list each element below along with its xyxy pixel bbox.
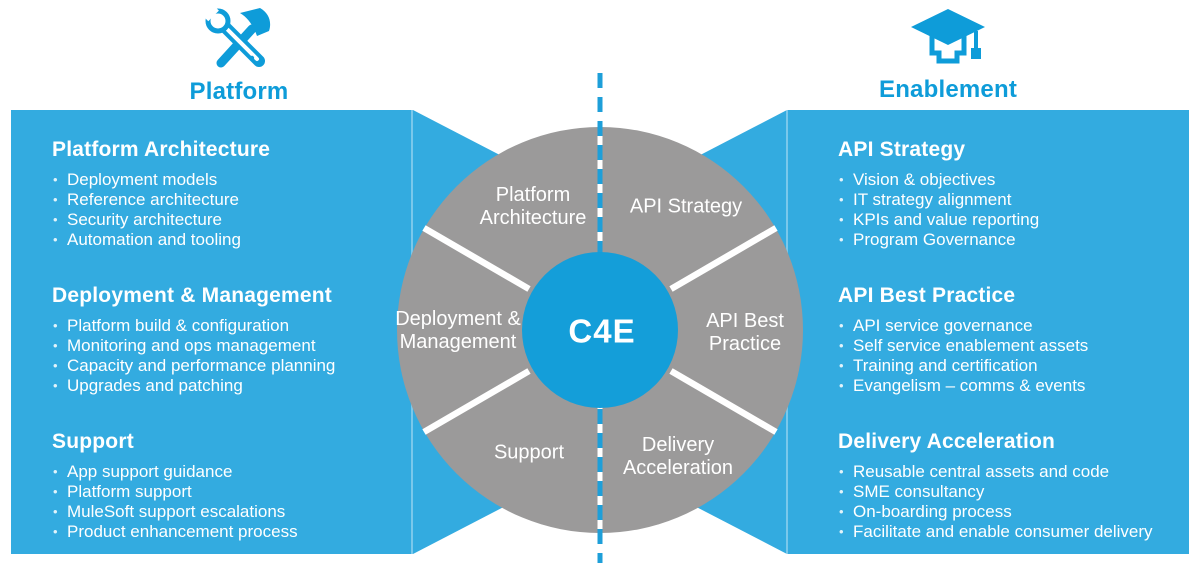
bullet-item: Upgrades and patching — [52, 376, 397, 396]
bullet-item: Reusable central assets and code — [838, 462, 1178, 482]
bullet-item: Security architecture — [52, 210, 397, 230]
bullet-item: Deployment models — [52, 170, 397, 190]
bullet-item: Reference architecture — [52, 190, 397, 210]
platform-title: Platform — [189, 78, 289, 105]
bullet-item: IT strategy alignment — [838, 190, 1178, 210]
section-heading: Deployment & Management — [52, 284, 332, 307]
bullet-item: Evangelism – comms & events — [838, 376, 1178, 396]
section-heading: API Strategy — [838, 138, 966, 161]
platform-header: Platform — [139, 6, 339, 106]
section-api-strategy: API Strategy Vision & objectives IT stra… — [838, 137, 1178, 250]
section-list: Deployment models Reference architecture… — [52, 170, 397, 250]
bullet-item: Monitoring and ops management — [52, 336, 397, 356]
section-deployment-management: Deployment & Management Platform build &… — [52, 283, 397, 396]
bullet-item: Product enhancement process — [52, 522, 397, 542]
bullet-item: On-boarding process — [838, 502, 1178, 522]
section-list: Reusable central assets and code SME con… — [838, 462, 1178, 542]
bullet-item: KPIs and value reporting — [838, 210, 1178, 230]
bullet-item: Facilitate and enable consumer delivery — [838, 522, 1178, 542]
bullet-item: Self service enablement assets — [838, 336, 1178, 356]
wheel-segment-label-api-strategy: API Strategy — [629, 195, 743, 218]
wheel-hub-circle — [522, 252, 678, 408]
bullet-item: Platform support — [52, 482, 397, 502]
bullet-item: SME consultancy — [838, 482, 1178, 502]
section-heading: Support — [52, 430, 134, 453]
section-platform-architecture: Platform Architecture Deployment models … — [52, 137, 397, 250]
section-list: Platform build & configuration Monitorin… — [52, 316, 397, 396]
bullet-item: Program Governance — [838, 230, 1178, 250]
segment-divider-upper-left — [422, 225, 531, 292]
wheel-segment-label-platform-architecture: Platform Architecture — [479, 184, 587, 229]
wheel-segment-label-support: Support — [493, 441, 565, 464]
enablement-header: Enablement — [848, 6, 1048, 104]
section-heading: Delivery Acceleration — [838, 430, 1056, 453]
section-heading: Platform Architecture — [52, 138, 271, 161]
section-support: Support App support guidance Platform su… — [52, 429, 397, 542]
wheel-segment-label-deployment-management: Deployment & Management — [395, 308, 521, 353]
section-api-best-practice: API Best Practice API service governance… — [838, 283, 1178, 396]
c4e-center-label: C4E — [568, 312, 636, 350]
section-heading: API Best Practice — [838, 284, 1016, 307]
graduation-cap-icon — [911, 9, 985, 64]
section-list: Vision & objectives IT strategy alignmen… — [838, 170, 1178, 250]
platform-panel-content: Platform Architecture Deployment models … — [52, 137, 397, 564]
bullet-item: Vision & objectives — [838, 170, 1178, 190]
section-list: App support guidance Platform support Mu… — [52, 462, 397, 542]
wrench-hammer-icon — [201, 6, 271, 68]
enablement-panel-content: API Strategy Vision & objectives IT stra… — [838, 137, 1178, 564]
bullet-item: API service governance — [838, 316, 1178, 336]
wheel-segment-label-delivery-acceleration: Delivery Acceleration — [622, 434, 734, 479]
bullet-item: Training and certification — [838, 356, 1178, 376]
bullet-item: App support guidance — [52, 462, 397, 482]
enablement-title: Enablement — [878, 76, 1018, 103]
section-delivery-acceleration: Delivery Acceleration Reusable central a… — [838, 429, 1178, 542]
bullet-item: MuleSoft support escalations — [52, 502, 397, 522]
segment-divider-upper-right — [669, 225, 778, 292]
segment-divider-lower-right — [669, 368, 778, 435]
bullet-item: Automation and tooling — [52, 230, 397, 250]
bullet-item: Platform build & configuration — [52, 316, 397, 336]
segment-divider-lower-left — [422, 368, 531, 435]
section-list: API service governance Self service enab… — [838, 316, 1178, 396]
wheel-segment-label-api-best-practice: API Best Practice — [706, 310, 784, 355]
bullet-item: Capacity and performance planning — [52, 356, 397, 376]
